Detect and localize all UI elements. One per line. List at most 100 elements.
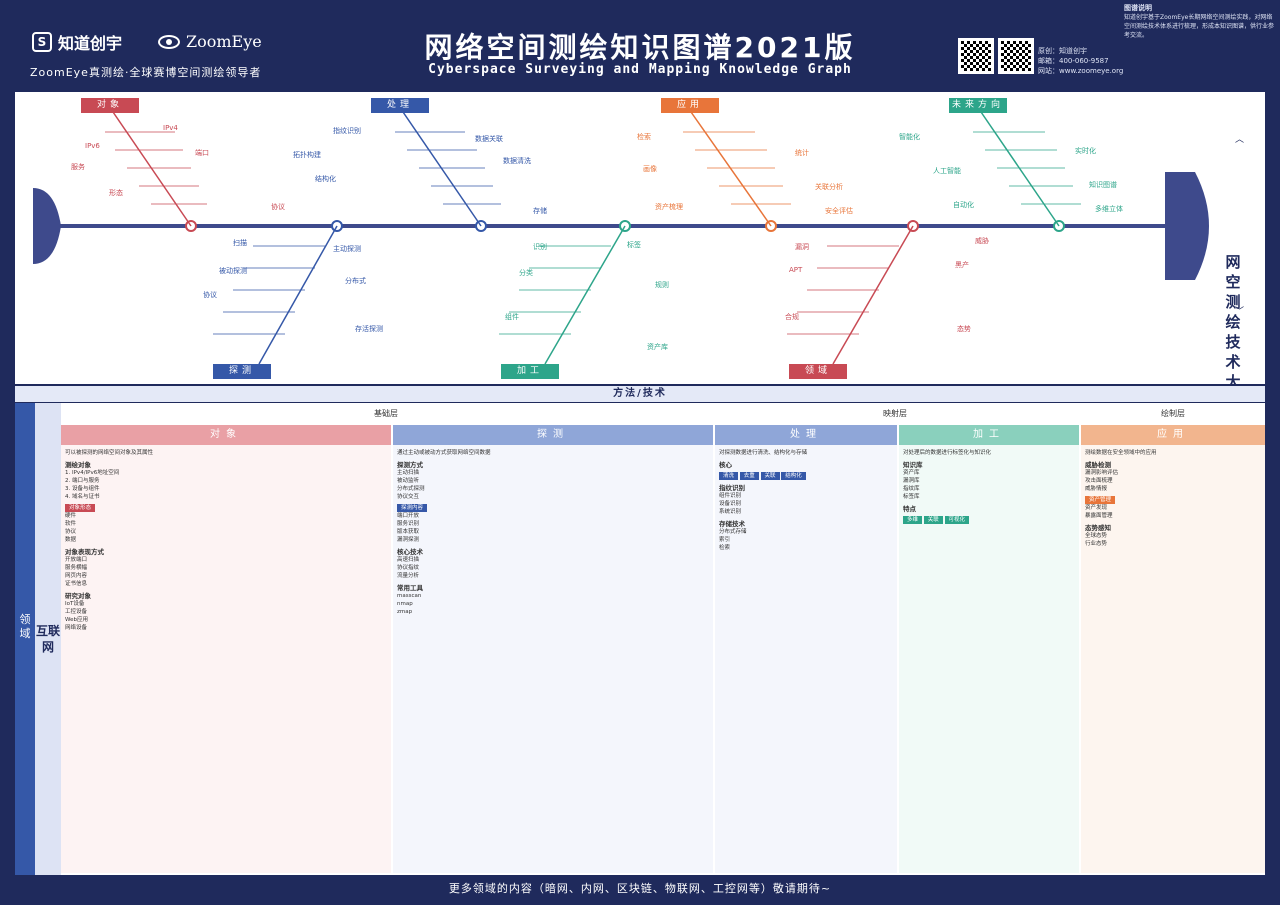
section-title: 存储技术 — [719, 520, 745, 528]
side-internet-label: 互联网 — [35, 403, 61, 875]
column-intro: 可以被探测的网络空间对象及其属性 — [65, 450, 154, 456]
section-item: 分布式存储 — [719, 529, 747, 535]
layer-mapping: 映射层 — [883, 409, 907, 418]
qr-code-icon-2 — [998, 38, 1034, 74]
contact-info: 原创：知道创宇 邮箱：400-060-9587 网站：www.zoomeye.o… — [1038, 46, 1123, 76]
section-item: 指纹库 — [903, 486, 920, 492]
layer-basic: 基础层 — [374, 409, 398, 418]
column-application: 测绘数据在安全领域中的应用 威胁检测 漏洞影响评估 攻击面梳理 威胁情报 资产管… — [1081, 445, 1265, 873]
branch-label: 存储 — [533, 207, 547, 215]
section-title: 研究对象 — [65, 592, 91, 600]
section-item: 流量分析 — [397, 573, 420, 579]
section-item: 4. 域名与证书 — [65, 494, 100, 500]
section-item: 组件识别 — [719, 493, 742, 499]
column-intro: 对探测数据进行清洗、结构化与存储 — [719, 450, 808, 456]
category-processing: 处理 — [371, 98, 429, 113]
contact-line: 邮箱：400-060-9587 — [1038, 57, 1109, 65]
branch-label: 扫描 — [233, 239, 247, 247]
branch-line — [544, 225, 626, 365]
section-item: 工控设备 — [65, 609, 88, 615]
category-detection: 探测 — [213, 364, 271, 379]
tag: 关联 — [923, 516, 943, 524]
branch-label: 标签 — [627, 241, 641, 249]
contact-line: 原创：知道创宇 — [1038, 47, 1087, 55]
branch-label: 结构化 — [315, 175, 336, 183]
section-item: 网页内容 — [65, 573, 88, 579]
fish-head — [1165, 172, 1209, 280]
branch-label: IPv4 — [163, 124, 178, 132]
section-title: 常用工具 — [397, 584, 423, 592]
tag: 清洗 — [719, 472, 739, 480]
column-head-object: 对象 — [61, 425, 391, 445]
column-intro: 通过主动或被动方式获取网络空间数据 — [397, 450, 491, 456]
section-item: 行业态势 — [1085, 541, 1108, 547]
section-item: 威胁情报 — [1085, 486, 1108, 492]
section-item: 设备识别 — [719, 501, 742, 507]
branch-label: 态势 — [957, 325, 971, 333]
section-title: 测绘对象 — [65, 461, 91, 469]
category-future: 未来方向 — [949, 98, 1007, 113]
section-item: zmap — [397, 609, 413, 615]
section-item: 漏洞探测 — [397, 537, 420, 543]
branch-label: 端口 — [195, 149, 209, 157]
knownsec-logo: S 知道创宇 — [32, 30, 122, 54]
section-item: 资产发现 — [1085, 505, 1108, 511]
section-item: 协议 — [65, 529, 77, 535]
column-head-processing: 处理 — [715, 425, 897, 445]
column-crafting: 对处理后的数据进行标签化与知识化 知识库 资产库 漏洞库 指纹库 标签库 特点 … — [899, 445, 1079, 873]
section-item: 标签库 — [903, 494, 920, 500]
section-item: 协议交互 — [397, 494, 420, 500]
section-item: 漏洞影响评估 — [1085, 470, 1119, 476]
section-item: 索引 — [719, 537, 731, 543]
branch-label: 协议 — [271, 203, 285, 211]
branch-label: 多维立体 — [1095, 205, 1123, 213]
tag: 多维 — [903, 516, 923, 524]
section-title: 探测方式 — [397, 461, 423, 469]
section-item: nmap — [397, 601, 413, 607]
section-item: 协议指纹 — [397, 565, 420, 571]
section-title: 核心技术 — [397, 548, 423, 556]
branch-label: 拓扑构建 — [293, 151, 321, 159]
header: S 知道创宇 ZoomEye ZoomEye真测绘·全球赛博空间测绘领导者 网络… — [0, 0, 1280, 90]
about-text: 知道创宇基于ZoomEye长期网络空间测绘实践，对网络空间测绘技术体系进行梳理，… — [1124, 14, 1275, 39]
branch-label: 规则 — [655, 281, 669, 289]
branch-label: 安全评估 — [825, 207, 853, 215]
branch-line — [112, 111, 192, 227]
branch-label: 检索 — [637, 133, 651, 141]
branch-line — [832, 225, 914, 365]
branch-label: 资产梳理 — [655, 203, 683, 211]
branch-label: 服务 — [71, 163, 85, 171]
section-badge: 对象形态 — [65, 504, 96, 512]
column-intro: 测绘数据在安全领域中的应用 — [1085, 450, 1157, 456]
section-title: 知识库 — [903, 461, 923, 469]
branch-label: 知识图谱 — [1089, 181, 1117, 189]
section-badge: 探测内容 — [397, 504, 428, 512]
section-item: 漏洞库 — [903, 478, 920, 484]
slogan: ZoomEye真测绘·全球赛博空间测绘领导者 — [30, 66, 262, 79]
qr-code-icon — [958, 38, 994, 74]
section-item: 软件 — [65, 521, 77, 527]
section-item: IoT设备 — [65, 601, 85, 607]
tag: 可视化 — [944, 516, 970, 524]
section-item: 主动扫描 — [397, 470, 420, 476]
branch-label: APT — [789, 266, 803, 274]
page-title: 网络空间测绘知识图谱2021版 — [424, 31, 856, 64]
section-item: 检索 — [719, 545, 731, 551]
section-item: 高速扫描 — [397, 557, 420, 563]
branch-label: 统计 — [795, 149, 809, 157]
column-head-detection: 探测 — [393, 425, 713, 445]
category-processing-2: 加工 — [501, 364, 559, 379]
section-title: 特点 — [903, 505, 916, 513]
branch-line — [258, 225, 338, 365]
branch-line — [402, 111, 482, 227]
section-item: 服务横幅 — [65, 565, 88, 571]
section-title: 威胁检测 — [1085, 461, 1111, 469]
column-processing: 对探测数据进行清洗、结构化与存储 核心 清洗 去重 关联 结构化 指纹识别 组件… — [715, 445, 897, 873]
branch-label: 智能化 — [899, 133, 920, 141]
method-table: 领域 互联网 基础层 映射层 绘制层 对象 探测 处理 加工 应用 可以被探测的… — [15, 403, 1265, 875]
contact-line: 网站：www.zoomeye.org — [1038, 67, 1124, 75]
branch-label: 数据关联 — [475, 135, 503, 143]
section-item: masscan — [397, 593, 422, 599]
fishbone-lines — [33, 111, 1209, 365]
section-title: 指纹识别 — [719, 484, 745, 492]
